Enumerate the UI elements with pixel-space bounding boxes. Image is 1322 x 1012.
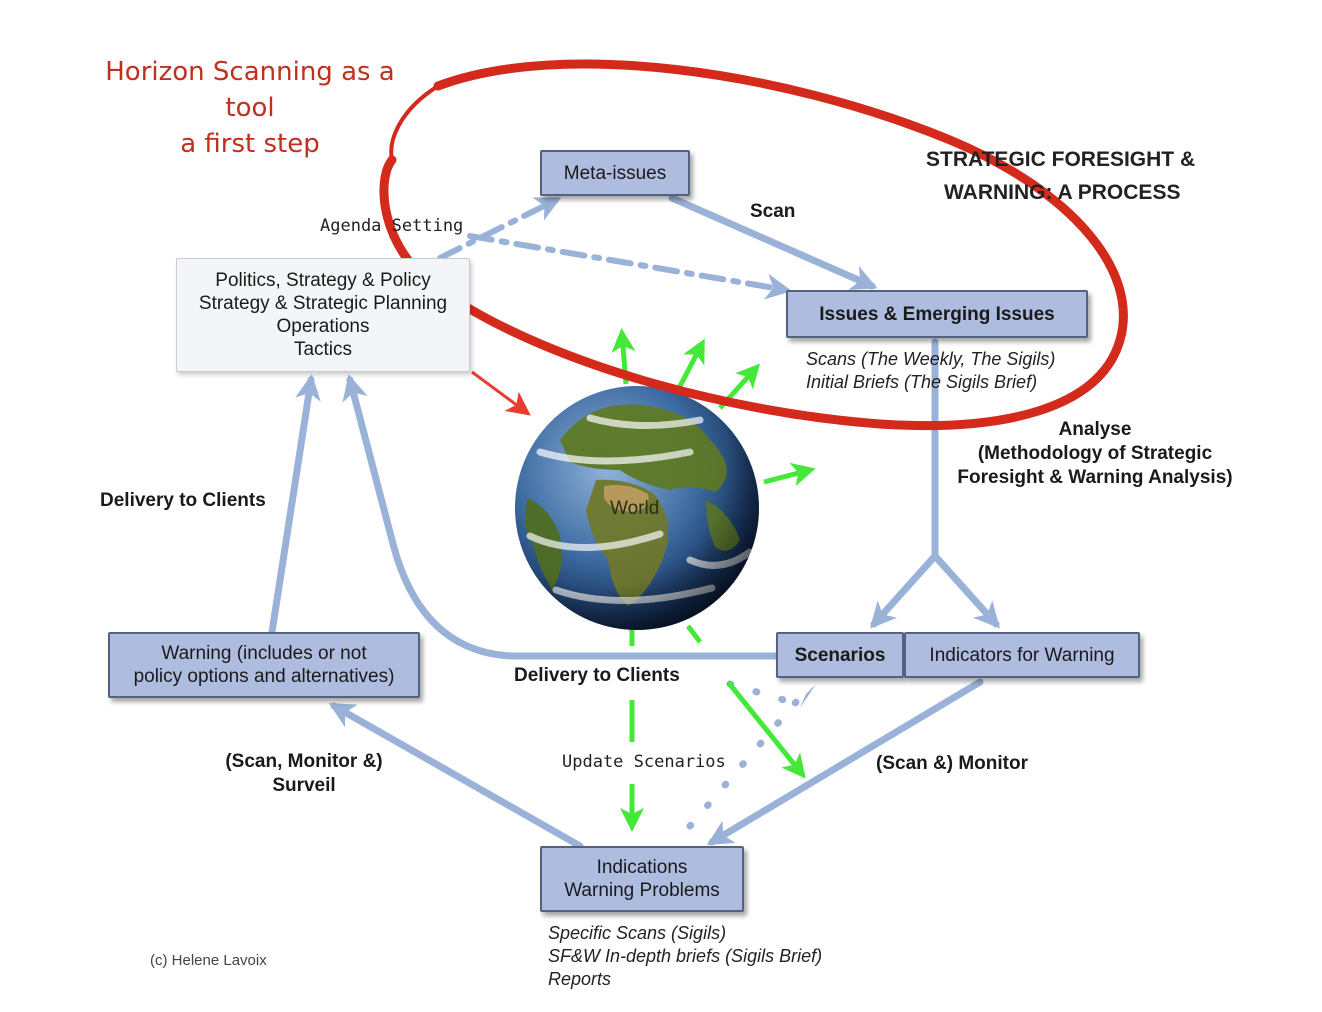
- delivery-center-arrow: [342, 374, 782, 660]
- analyse-label: Analyse (Methodology of Strategic Foresi…: [940, 418, 1250, 490]
- scan-monitor-surveil-label: (Scan, Monitor &) Surveil: [204, 750, 404, 798]
- indications-note-1: Specific Scans (Sigils): [548, 923, 727, 943]
- issues-note-2: Initial Briefs (The Sigils Brief): [806, 372, 1038, 392]
- indicators-node[interactable]: Indicators for Warning: [904, 632, 1140, 678]
- surveil-arrow: [328, 702, 584, 850]
- diagram-title: STRATEGIC FORESIGHT & WARNING: A PROCESS: [926, 143, 1246, 209]
- analyse-line-2: (Methodology of Strategic: [977, 443, 1213, 464]
- credit-text: (c) Helene Lavoix: [150, 952, 267, 969]
- analyse-line-1: Analyse: [1058, 419, 1132, 440]
- indications-line-2: Warning Problems: [564, 880, 720, 901]
- update-scenarios-label: Update Scenarios: [562, 752, 726, 772]
- agenda-to-meta-arrow: [437, 197, 562, 261]
- green-arrow-down-right: [686, 624, 702, 644]
- agenda-arrows: [437, 197, 792, 300]
- analyse-to-indicators-arrow: [931, 552, 1001, 629]
- meta-issues-node[interactable]: Meta-issues: [540, 150, 690, 196]
- scan-label: Scan: [750, 201, 796, 222]
- scenarios-node[interactable]: Scenarios: [776, 632, 904, 678]
- indications-note-3: Reports: [548, 969, 612, 989]
- warning-line-1: Warning (includes or not: [161, 643, 367, 664]
- issues-node[interactable]: Issues & Emerging Issues: [786, 290, 1088, 338]
- delivery-left-label: Delivery to Clients: [100, 490, 266, 511]
- agenda-setting-label: Agenda Setting: [320, 216, 464, 236]
- flow-arrows: [268, 194, 1001, 850]
- politics-line-2: Strategy & Strategic Planning: [198, 293, 448, 314]
- indications-to-scenarios-dotted: [686, 684, 812, 830]
- dotted-arrows: [686, 680, 812, 830]
- green-arrow-scenarios: [726, 680, 806, 779]
- indications-line-1: Indications: [596, 857, 688, 878]
- surveil-line-2: Surveil: [272, 775, 336, 796]
- delivery-left-arrow: [268, 374, 321, 636]
- scan-monitor-label: (Scan &) Monitor: [876, 753, 1028, 774]
- indications-note-2: SF&W In-depth briefs (Sigils Brief): [548, 946, 823, 966]
- scan-arrow: [668, 194, 878, 290]
- annotation-line-1: Horizon Scanning as a tool: [105, 57, 395, 123]
- scenarios-label: Scenarios: [794, 644, 886, 666]
- title-line-1: STRATEGIC FORESIGHT &: [926, 148, 1196, 171]
- politics-strategy-node[interactable]: Politics, Strategy & Policy Strategy & S…: [176, 258, 470, 372]
- politics-line-4: Tactics: [293, 339, 353, 360]
- analyse-line-3: Foresight & Warning Analysis): [957, 467, 1233, 488]
- world-to-scenarios-dotted: [726, 680, 788, 704]
- surveil-line-1: (Scan, Monitor &): [225, 751, 383, 772]
- analyse-to-scenarios-arrow: [869, 552, 939, 629]
- monitor-arrow: [706, 678, 984, 846]
- politics-line-1: Politics, Strategy & Policy: [215, 270, 431, 291]
- issues-note-1: Scans (The Weekly, The Sigils): [806, 349, 1056, 369]
- indications-node[interactable]: Indications Warning Problems: [540, 846, 744, 912]
- issues-label: Issues & Emerging Issues: [819, 303, 1055, 325]
- indications-notes: Specific Scans (Sigils) SF&W In-depth br…: [548, 922, 822, 991]
- world-globe: [515, 386, 759, 630]
- delivery-center-label: Delivery to Clients: [514, 665, 680, 686]
- annotation-line-2: a first step: [180, 129, 320, 159]
- politics-line-3: Operations: [276, 316, 370, 337]
- agenda-to-issues-arrow: [467, 233, 792, 300]
- green-arrow-right: [763, 462, 816, 487]
- green-arrow-up-right: [675, 338, 705, 392]
- world-label: World: [610, 498, 660, 519]
- horizon-scanning-annotation: Horizon Scanning as a tool a first step: [80, 54, 420, 162]
- warning-node[interactable]: Warning (includes or not policy options …: [108, 632, 420, 698]
- dotted-arrowhead: [800, 684, 816, 708]
- meta-issues-label: Meta-issues: [563, 162, 667, 184]
- policy-to-world-arrow: [471, 370, 531, 416]
- warning-line-2: policy options and alternatives): [133, 666, 395, 687]
- indicators-label: Indicators for Warning: [929, 644, 1115, 666]
- issues-notes: Scans (The Weekly, The Sigils) Initial B…: [806, 348, 1055, 394]
- title-line-2: WARNING: A PROCESS: [944, 181, 1181, 204]
